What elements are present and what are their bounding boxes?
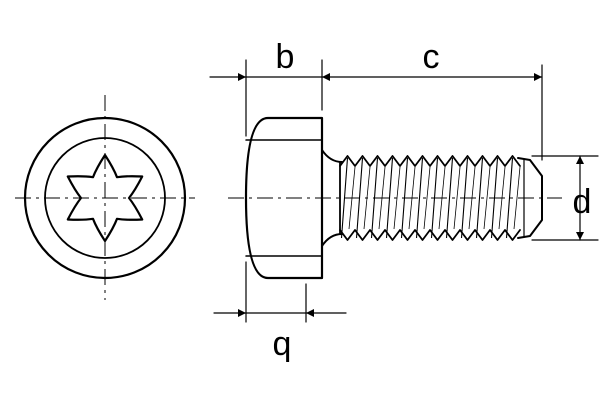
thread-root-line: [483, 166, 491, 230]
screw-side-view: [228, 116, 562, 280]
thread-bottom-profile: [339, 229, 521, 241]
thread-root-line: [423, 166, 431, 230]
thread-root-line: [513, 166, 521, 230]
dimension-q: q: [213, 261, 347, 363]
dim-label-c: c: [423, 38, 440, 76]
thread-helix-line: [505, 157, 514, 239]
thread-helix-line: [445, 157, 454, 239]
dim-label-d: d: [573, 183, 592, 221]
thread-helix-line: [415, 157, 424, 239]
thread-top-profile: [339, 155, 521, 167]
screw-head-outline: [244, 116, 324, 280]
thread-root-line: [453, 166, 461, 230]
dimension-c: c: [321, 38, 543, 161]
dimension-d: d: [531, 155, 599, 241]
dimension-b: b: [209, 38, 323, 137]
thread-helix-line: [385, 157, 394, 239]
dim-label-q: q: [273, 325, 292, 363]
thread-helix-line: [475, 157, 484, 239]
head-end-view: [15, 95, 195, 300]
dim-label-b: b: [276, 38, 295, 76]
